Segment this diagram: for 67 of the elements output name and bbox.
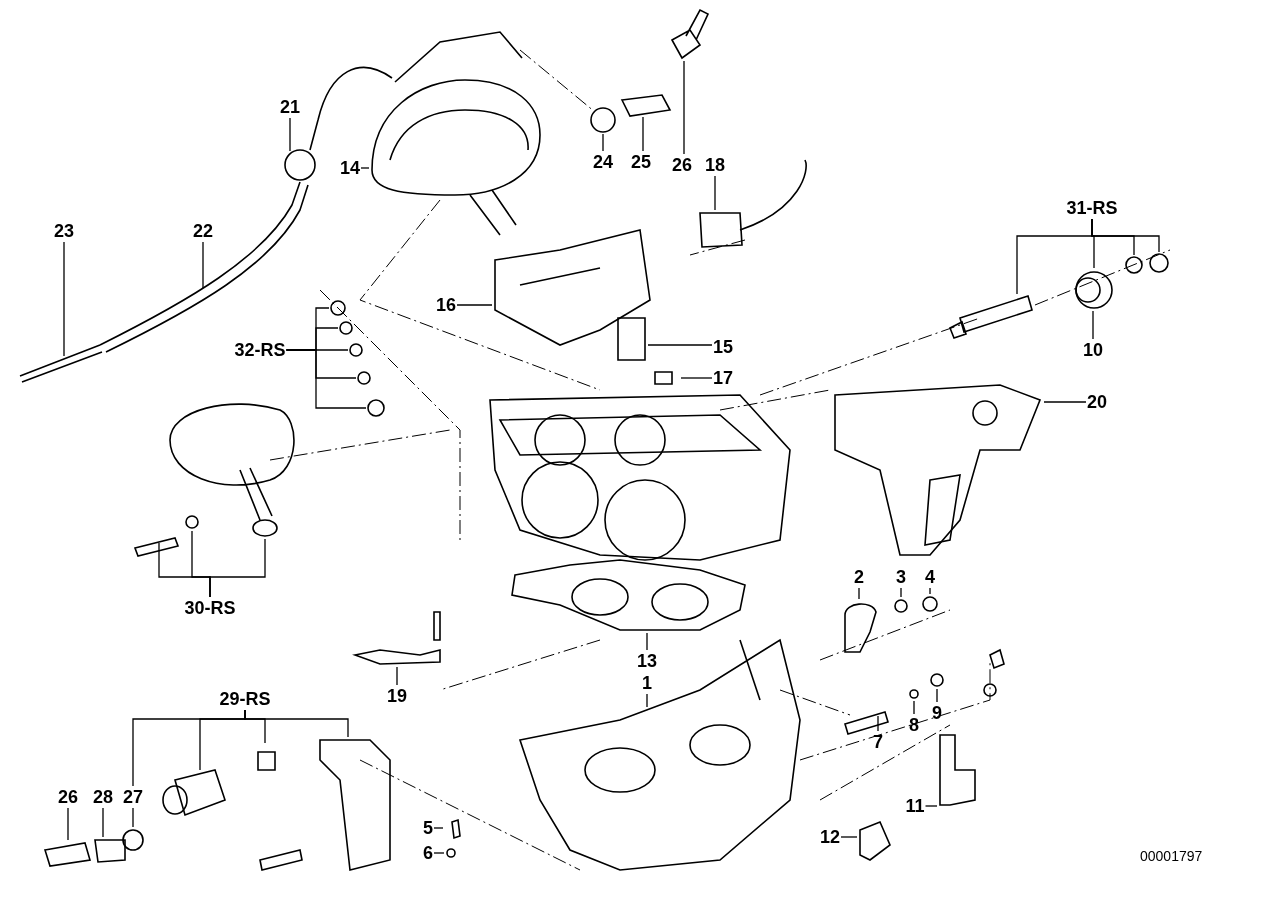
leader-line — [924, 805, 938, 807]
leader-line — [1092, 310, 1094, 340]
callout-number: 3 — [896, 567, 906, 587]
leader-line — [646, 693, 648, 708]
callout-number: 21 — [280, 97, 300, 117]
callout-number: 8 — [909, 715, 919, 735]
leader-line — [63, 241, 65, 357]
leader-line — [396, 666, 398, 686]
callout-number: 16 — [436, 295, 456, 315]
callout-number: 17 — [713, 368, 733, 388]
callout-number: 29-RS — [219, 689, 271, 709]
leader-line — [913, 700, 915, 715]
leader-line — [647, 344, 713, 346]
leader-line — [244, 709, 349, 738]
leader-line — [840, 836, 858, 838]
leader-line — [1043, 401, 1087, 403]
callout-number: 32-RS — [234, 340, 286, 360]
drawing-number: 00001797 — [1140, 848, 1203, 864]
callout-number: 5 — [423, 818, 433, 838]
leader-line — [132, 807, 134, 828]
callout-number: 14 — [340, 158, 360, 178]
leader-line — [602, 133, 604, 152]
leader-line — [714, 175, 716, 211]
callout-number: 6 — [423, 843, 433, 863]
leader-line — [936, 688, 938, 703]
leader-line — [289, 117, 291, 152]
callout-number: 11 — [905, 796, 925, 816]
callout-number: 4 — [925, 567, 935, 587]
callout-number: 15 — [713, 337, 733, 357]
callout-number: 24 — [593, 152, 613, 172]
callout-number: 9 — [932, 703, 942, 723]
leader-line — [642, 116, 644, 152]
callout-number: 28 — [93, 787, 113, 807]
leader-line — [456, 304, 493, 306]
leader-line — [360, 167, 370, 169]
leader-line — [433, 827, 444, 829]
callout-number: 31-RS — [1066, 198, 1118, 218]
leader-line — [646, 632, 648, 651]
leader-line — [67, 807, 69, 841]
leader-line — [683, 60, 685, 155]
callout-number: 1 — [642, 673, 652, 693]
callout-number: 7 — [873, 732, 883, 752]
callout-number: 2 — [854, 567, 864, 587]
callout-number: 26 — [58, 787, 78, 807]
callout-number: 10 — [1083, 340, 1103, 360]
leader-line — [900, 587, 902, 598]
leader-line — [877, 715, 879, 732]
leader-line — [433, 852, 445, 854]
callout-number: 20 — [1087, 392, 1107, 412]
callout-number: 27 — [123, 787, 143, 807]
leader-line — [102, 807, 104, 838]
leader-line — [209, 538, 266, 598]
leader-line — [1091, 218, 1160, 253]
leader-line — [285, 349, 367, 409]
callout-number: 26 — [672, 155, 692, 175]
callout-number: 23 — [54, 221, 74, 241]
callout-number: 12 — [820, 827, 840, 847]
leader-line — [680, 377, 713, 379]
callout-number: 22 — [193, 221, 213, 241]
leader-line — [858, 587, 860, 600]
callout-number: 30-RS — [184, 598, 236, 618]
callout-number: 25 — [631, 152, 651, 172]
callout-number: 13 — [637, 651, 657, 671]
leader-line — [202, 241, 204, 289]
callout-number: 19 — [387, 686, 407, 706]
leader-line — [929, 587, 931, 595]
callout-number: 18 — [705, 155, 725, 175]
